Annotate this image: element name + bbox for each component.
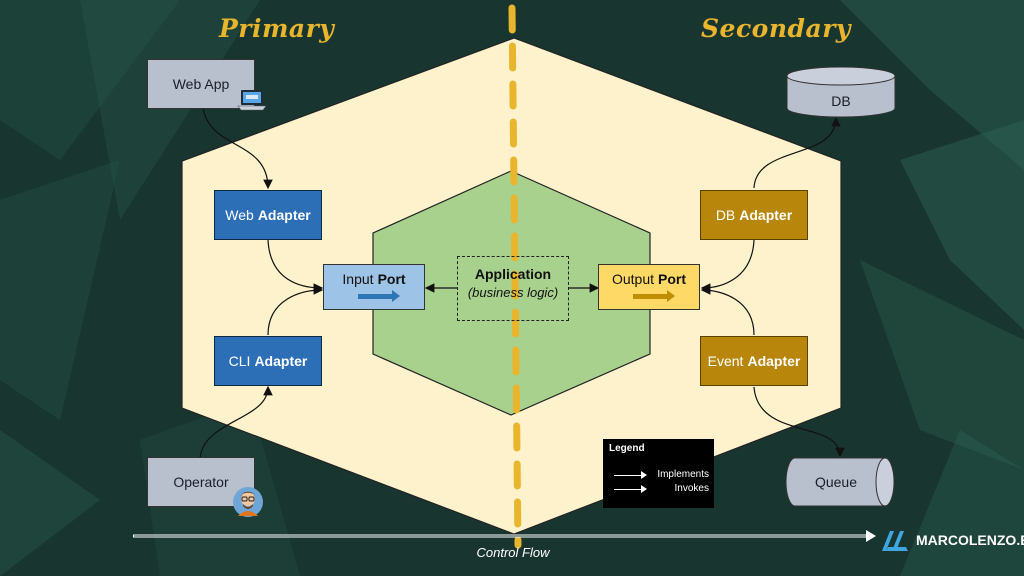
implements-arrow-icon xyxy=(641,471,647,479)
application-title: Application xyxy=(474,266,552,282)
input-port-suffix: Port xyxy=(377,271,406,287)
control-flow-arrowhead xyxy=(866,530,876,542)
secondary-heading: Secondary xyxy=(701,14,851,43)
legend: Legend Implements Invokes xyxy=(603,439,714,508)
laptop-icon xyxy=(236,88,268,114)
queue-label: Queue xyxy=(814,474,858,490)
db-adapter-suffix: Adapter xyxy=(739,207,793,223)
web-adapter-name: Web xyxy=(225,207,254,223)
application-subtitle: (business logic) xyxy=(467,285,559,300)
cli-adapter-suffix: Adapter xyxy=(254,353,308,369)
input-port-arrowhead-icon xyxy=(392,290,400,302)
event-adapter-suffix: Adapter xyxy=(747,353,801,369)
web-app-box: Web App xyxy=(147,59,255,109)
legend-title: Legend xyxy=(609,443,645,454)
event-adapter-to-output-port-arrow xyxy=(700,285,755,336)
legend-implements-row: Implements xyxy=(603,469,714,483)
event-adapter-name: Event xyxy=(707,353,744,369)
db-cylinder xyxy=(786,66,896,118)
primary-secondary-divider xyxy=(508,4,522,549)
operator-label: Operator xyxy=(173,474,229,490)
application-box: Application (business logic) xyxy=(457,256,569,321)
logo-icon xyxy=(882,531,908,551)
input-port-arrow-icon xyxy=(358,294,392,299)
brand-text: MARCOLENZO.EU xyxy=(916,532,1024,548)
legend-invokes-row: Invokes xyxy=(603,483,714,497)
event-adapter-to-queue-arrow xyxy=(753,386,845,458)
inner-hexagon xyxy=(372,170,651,416)
legend-implements-label: Implements xyxy=(657,469,709,480)
output-port-arrowhead-icon xyxy=(667,290,675,302)
legend-invokes-label: Invokes xyxy=(674,483,709,494)
output-port-suffix: Port xyxy=(658,271,687,287)
cli-adapter-name: CLI xyxy=(228,353,251,369)
invokes-arrow-icon xyxy=(641,485,647,493)
webapp-to-web-adapter-arrow xyxy=(202,107,273,190)
cli-adapter-to-input-port-arrow xyxy=(267,285,324,336)
web-adapter-suffix: Adapter xyxy=(257,207,311,223)
web-app-label: Web App xyxy=(172,76,230,92)
primary-heading: Primary xyxy=(219,14,335,43)
brand[interactable]: MARCOLENZO.EU xyxy=(880,526,1024,554)
db-label: DB xyxy=(831,93,851,109)
control-flow-label: Control Flow xyxy=(476,545,550,560)
avatar-icon xyxy=(232,486,264,518)
input-port-name: Input xyxy=(342,271,374,287)
operator-to-cli-adapter-arrow xyxy=(199,385,273,459)
db-adapter-to-db-arrow xyxy=(753,116,841,189)
db-adapter-name: DB xyxy=(715,207,736,223)
output-port-arrow-icon xyxy=(633,294,667,299)
queue-cylinder xyxy=(785,457,895,507)
output-port-name: Output xyxy=(611,271,655,287)
